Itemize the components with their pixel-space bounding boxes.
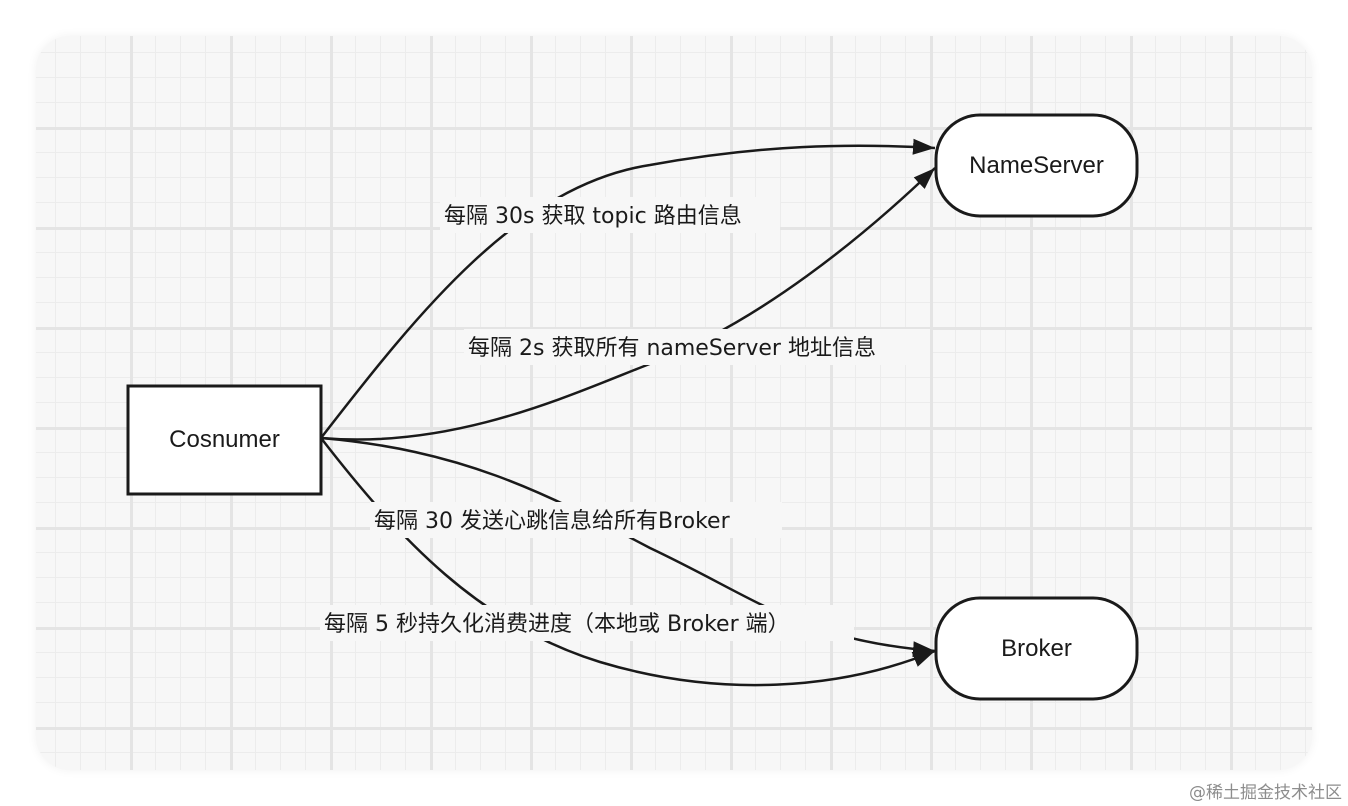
node-broker[interactable]: Broker <box>934 596 1139 701</box>
edge-label-bg <box>440 197 780 233</box>
watermark-text: @稀土掘金技术社区 <box>1189 783 1342 803</box>
edge-label-nameserver-address: 每隔 2s 获取所有 nameServer 地址信息 <box>468 336 876 361</box>
edge-persist-progress <box>320 437 936 687</box>
node-consumer-label: Cosnumer <box>169 426 280 453</box>
edge-label-topic-route: 每隔 30s 获取 topic 路由信息 <box>444 204 742 229</box>
node-broker-box <box>934 596 1139 701</box>
node-nameserver-label: NameServer <box>969 152 1104 179</box>
node-consumer-box <box>126 384 323 496</box>
edge-label-bg <box>370 502 782 538</box>
edge-label-bg <box>320 605 854 641</box>
node-broker-label: Broker <box>1001 635 1072 662</box>
edge-topic-route <box>320 138 936 439</box>
node-consumer[interactable]: Cosnumer <box>126 384 323 496</box>
edge-label-heartbeat: 每隔 30 发送心跳信息给所有Broker <box>374 509 731 534</box>
edge-label-persist-progress: 每隔 5 秒持久化消费进度（本地或 Broker 端） <box>324 612 790 637</box>
node-nameserver[interactable]: NameServer <box>934 113 1139 218</box>
node-nameserver-box <box>934 113 1139 218</box>
edge-label-bg <box>464 329 930 365</box>
